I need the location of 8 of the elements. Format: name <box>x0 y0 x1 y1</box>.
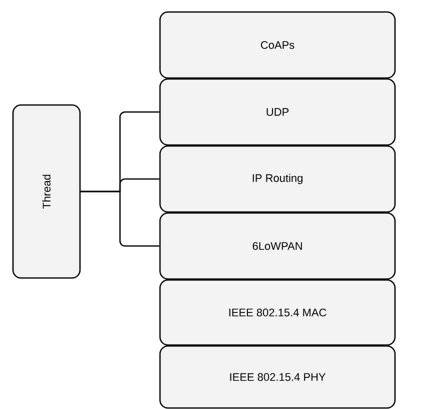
stack-box: Thread <box>12 104 81 279</box>
layer-box: UDP <box>159 78 396 146</box>
layer-box: CoAPs <box>159 11 396 79</box>
layer-box: IP Routing <box>159 145 396 213</box>
connector-line <box>80 190 160 247</box>
layer-box: 6LoWPAN <box>159 212 396 280</box>
layer-box: IEEE 802.15.4 MAC <box>159 279 396 346</box>
layer-box: IEEE 802.15.4 PHY <box>159 345 396 409</box>
